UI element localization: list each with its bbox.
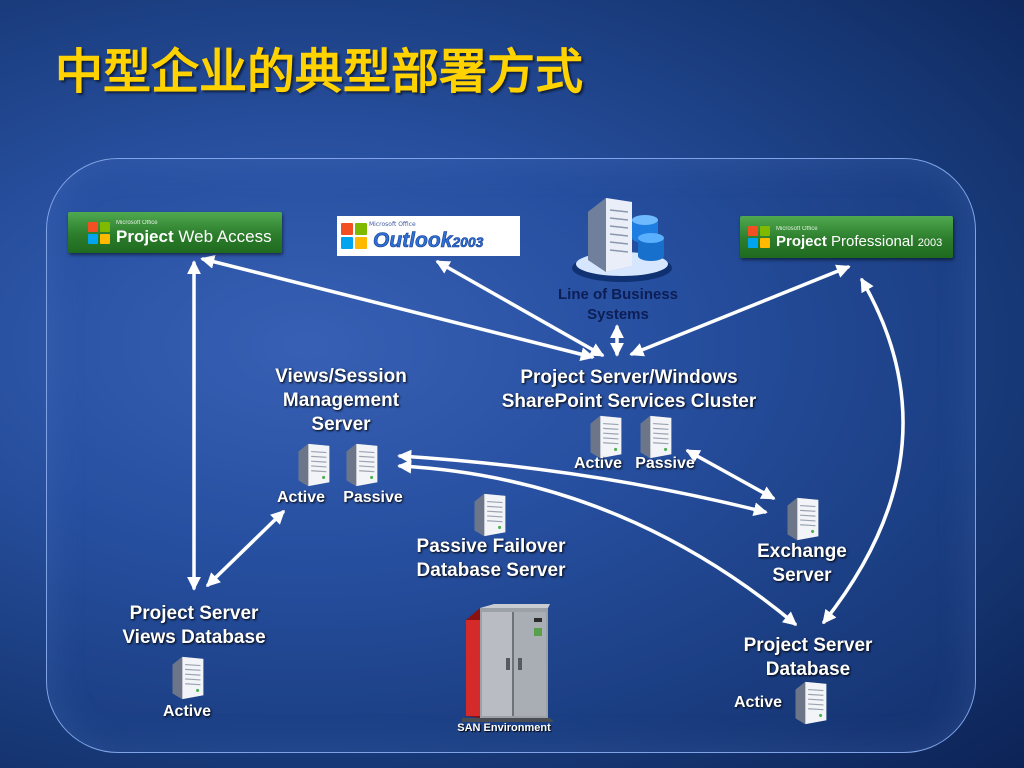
office-logo-icon bbox=[748, 226, 770, 248]
ps-cluster-label-line1: Project Server/Windows bbox=[520, 367, 738, 388]
arrow-professional-psdb bbox=[822, 277, 905, 625]
arrow-outlook-cluster bbox=[435, 260, 605, 357]
ps-db-status-label: Active bbox=[733, 694, 783, 711]
views-db-label-line1: Project Server bbox=[129, 603, 259, 624]
pwa-product: Project bbox=[116, 227, 174, 246]
tower-server-icon bbox=[795, 681, 827, 725]
views-session-passive-label: Passive bbox=[343, 489, 403, 506]
lob-label: Line of Business Systems bbox=[538, 285, 698, 325]
failover-db-label-line1: Passive Failover bbox=[416, 536, 566, 557]
views-session-label: Views/Session Management Server bbox=[256, 365, 426, 437]
ps-cluster-label: Project Server/Windows SharePoint Servic… bbox=[484, 366, 774, 414]
project-web-access-logo: Microsoft Office Project Web Access bbox=[68, 212, 282, 253]
outlook-2003-logo: Microsoft Office Outlook2003 bbox=[337, 216, 520, 256]
tower-server-icon bbox=[787, 497, 819, 541]
slide-title: 中型企业的典型部署方式 bbox=[55, 44, 584, 100]
failover-db-label: Passive Failover Database Server bbox=[401, 535, 581, 583]
office-logo-icon bbox=[341, 223, 367, 249]
tower-server-icon bbox=[298, 443, 330, 487]
arrow-pwa-cluster bbox=[200, 254, 595, 362]
ps-cluster-label-line2: SharePoint Services Cluster bbox=[501, 391, 757, 412]
pwa-variant: Web Access bbox=[178, 227, 272, 246]
pwa-tagline: Microsoft Office bbox=[116, 220, 158, 226]
views-session-label-line3: Server bbox=[311, 414, 371, 435]
lob-label-line2: Systems bbox=[587, 306, 649, 323]
professional-version: 2003 bbox=[917, 236, 943, 249]
outlook-tagline: Microsoft Office bbox=[369, 220, 416, 228]
tower-server-icon bbox=[640, 415, 672, 459]
arrow-professional-cluster bbox=[629, 264, 851, 357]
views-session-label-line1: Views/Session bbox=[275, 366, 407, 387]
tower-server-icon bbox=[590, 415, 622, 459]
ps-cluster-active-label: Active bbox=[573, 455, 623, 472]
professional-tagline: Microsoft Office bbox=[776, 225, 818, 232]
san-label: SAN Environment bbox=[457, 722, 551, 734]
views-session-label-line2: Management bbox=[282, 390, 400, 411]
tower-server-icon bbox=[172, 656, 204, 700]
failover-db-label-line2: Database Server bbox=[416, 560, 566, 581]
arrow-session-psdb bbox=[397, 459, 798, 626]
tower-server-icon bbox=[474, 493, 506, 537]
ps-db-label-line2: Database bbox=[765, 659, 851, 680]
ps-cluster-passive-label: Passive bbox=[635, 455, 695, 472]
server-with-database-icon bbox=[572, 198, 672, 282]
arrow-cluster-exchange bbox=[685, 449, 776, 500]
exchange-label-line1: Exchange bbox=[757, 541, 847, 562]
outlook-product: Outlook bbox=[373, 228, 453, 252]
ps-db-label: Project Server Database bbox=[728, 634, 888, 682]
project-professional-logo: Microsoft Office Project Professional 20… bbox=[740, 216, 953, 258]
arrow-viewsdb-session bbox=[205, 510, 286, 587]
outlook-version: 2003 bbox=[452, 233, 484, 250]
views-db-label: Project Server Views Database bbox=[104, 602, 284, 650]
professional-variant: Professional bbox=[831, 232, 914, 250]
san-storage-cabinet-icon bbox=[462, 604, 554, 722]
tower-server-icon bbox=[346, 443, 378, 487]
office-logo-icon bbox=[88, 221, 110, 244]
views-db-status-label: Active bbox=[162, 703, 212, 720]
exchange-label-line2: Server bbox=[772, 565, 832, 586]
ps-db-label-line1: Project Server bbox=[743, 635, 873, 656]
professional-product: Project bbox=[776, 232, 827, 250]
lob-label-line1: Line of Business bbox=[557, 286, 679, 303]
exchange-label: Exchange Server bbox=[742, 540, 862, 588]
views-db-label-line2: Views Database bbox=[122, 627, 266, 648]
views-session-active-label: Active bbox=[276, 489, 326, 506]
